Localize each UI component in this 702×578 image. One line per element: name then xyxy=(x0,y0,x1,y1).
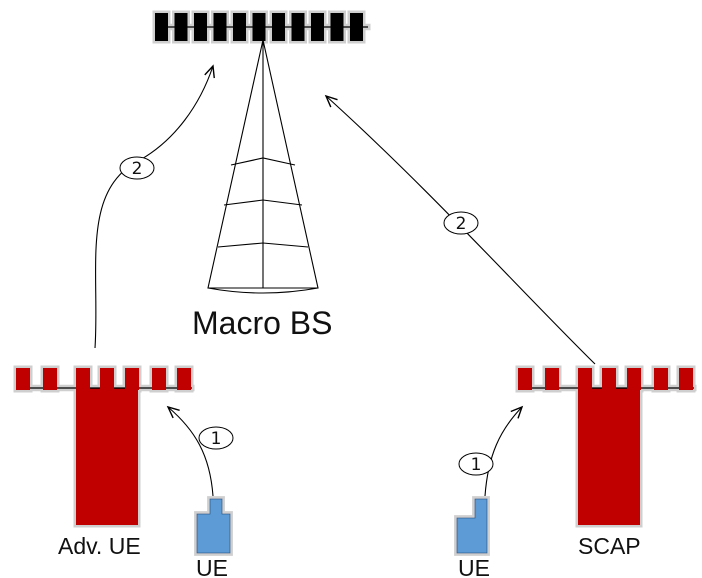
scap-relay-icon xyxy=(518,368,694,525)
ue-left-handset-icon xyxy=(196,498,231,554)
step-marker-ue-to-adv: 1 xyxy=(198,426,234,450)
antenna-element xyxy=(76,368,90,390)
antenna-element xyxy=(330,13,344,41)
antenna-element xyxy=(174,13,188,41)
antenna-element xyxy=(545,368,559,390)
antenna-element xyxy=(213,13,227,41)
step-marker-adv-uplink: 2 xyxy=(119,156,155,180)
antenna-element xyxy=(654,368,668,390)
antenna-element xyxy=(291,13,305,41)
ue-to-adv-ue-arrow xyxy=(166,405,214,497)
scap-to-bs-arrow xyxy=(324,94,596,365)
antenna-element xyxy=(679,368,693,390)
antenna-element xyxy=(233,13,246,41)
antenna-element xyxy=(152,368,166,390)
adv-ue-relay-icon xyxy=(16,368,192,525)
antenna-element xyxy=(194,13,207,41)
antenna-element xyxy=(602,368,616,390)
antenna-element xyxy=(43,368,57,390)
antenna-element xyxy=(627,368,641,390)
step-marker-scap-uplink: 2 xyxy=(443,211,479,235)
ue-right-handset-icon xyxy=(456,498,488,554)
ue-to-scap-arrow xyxy=(484,405,524,497)
antenna-element xyxy=(518,368,532,390)
antenna-element xyxy=(350,13,363,41)
adv-ue-label: Adv. UE xyxy=(58,533,141,559)
antenna-element xyxy=(252,13,266,41)
ue-left-label: UE xyxy=(196,555,228,578)
antenna-element xyxy=(272,13,285,41)
antenna-element xyxy=(125,368,139,390)
step-number: 1 xyxy=(471,455,482,475)
antenna-element xyxy=(100,368,114,390)
macro-bs-tower-icon xyxy=(207,39,319,294)
antenna-element xyxy=(578,368,592,390)
antenna-element xyxy=(177,368,191,390)
step-marker-ue-to-scap: 1 xyxy=(458,452,494,476)
step-number: 1 xyxy=(211,429,222,449)
scap-label: SCAP xyxy=(578,533,641,559)
step-number: 2 xyxy=(456,214,467,234)
macro-bs-label: Macro BS xyxy=(192,305,332,341)
antenna-element xyxy=(155,13,168,41)
macro-bs-antenna-icon xyxy=(155,13,368,41)
step-number: 2 xyxy=(132,159,143,179)
antenna-element xyxy=(311,13,324,41)
ue-right-label: UE xyxy=(458,555,490,578)
antenna-element xyxy=(16,368,30,390)
